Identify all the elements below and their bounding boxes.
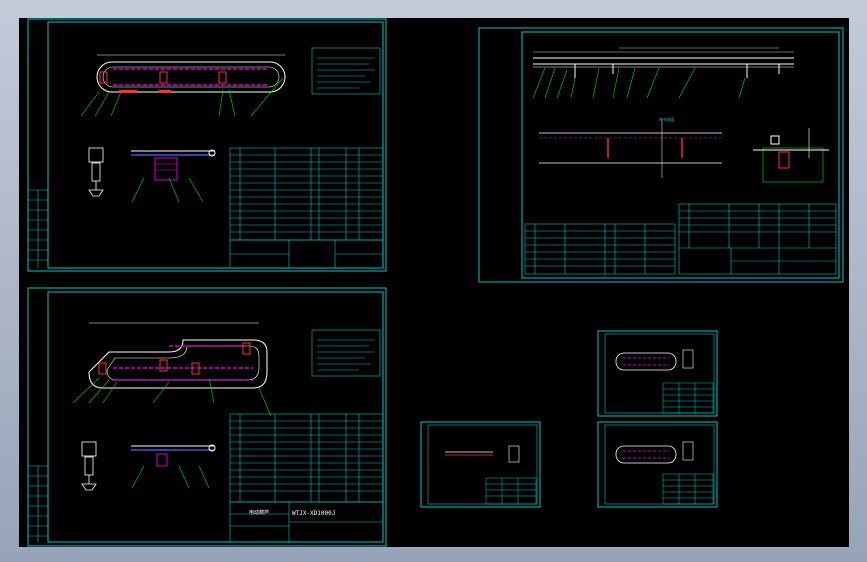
parts-list <box>229 147 384 241</box>
track-plan-view <box>80 54 286 117</box>
sheet-6[interactable] <box>420 421 541 508</box>
hoist-detail <box>81 441 97 491</box>
plan-view: A—A剖面 <box>539 116 722 178</box>
title-block <box>229 239 384 269</box>
section-label: A—A剖面 <box>659 116 674 122</box>
parts-list <box>524 203 837 275</box>
hoist-detail <box>88 147 104 197</box>
technical-notes <box>311 329 381 377</box>
title-block <box>662 382 714 414</box>
loop-track-view <box>72 322 272 417</box>
title-block <box>662 473 714 505</box>
sheet-1[interactable] <box>27 18 387 272</box>
parts-list <box>229 413 384 503</box>
sheet-2[interactable] <box>27 287 387 547</box>
title-block <box>229 501 384 543</box>
technical-notes <box>311 47 381 95</box>
sheet2-subtitle: 电动葫芦 <box>249 509 269 516</box>
title-block <box>485 477 537 505</box>
beam-elevation <box>532 47 794 99</box>
trolley-detail <box>131 444 216 489</box>
sheet-3[interactable]: A—A剖面 <box>478 27 844 283</box>
revision-strip <box>28 465 48 542</box>
revision-strip <box>28 189 48 268</box>
trolley-detail <box>131 149 216 203</box>
sheet2-title: WTJX-XD1000J <box>292 510 335 517</box>
drawing-canvas[interactable]: A—A剖面 <box>19 18 849 547</box>
drawing-svg: A—A剖面 <box>27 18 844 547</box>
sheet-4[interactable] <box>597 330 718 417</box>
sheet-5[interactable] <box>597 421 718 508</box>
section-detail <box>753 128 829 183</box>
